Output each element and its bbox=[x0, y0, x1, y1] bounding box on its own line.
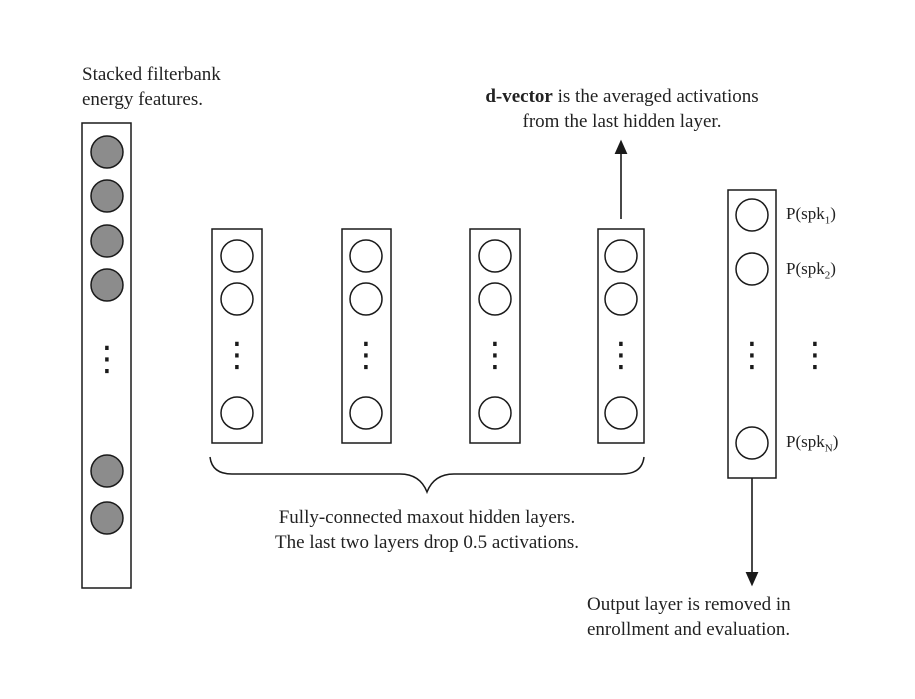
input-node-6 bbox=[90, 501, 124, 535]
output-caption: Output layer is removed in enrollment an… bbox=[587, 592, 791, 642]
input-node-5 bbox=[90, 454, 124, 488]
hidden-layer-2-node bbox=[349, 396, 383, 430]
output-label-1-sub: 1 bbox=[824, 214, 831, 227]
hidden-caption-line-2: The last two layers drop 0.5 activations… bbox=[275, 532, 579, 553]
input-caption: Stacked filterbank energy features. bbox=[82, 62, 221, 112]
input-node-4 bbox=[90, 268, 124, 302]
output-label-1-prefix: P(spk bbox=[786, 204, 825, 223]
dvector-caption-line-1: d-vector is the averaged activations bbox=[452, 84, 792, 109]
input-node-2 bbox=[90, 179, 124, 213]
hidden-layers-brace bbox=[209, 456, 645, 495]
output-label-n-sub: N bbox=[824, 442, 833, 455]
input-caption-line-1: Stacked filterbank bbox=[82, 64, 221, 85]
output-label-1: P(spk1) bbox=[786, 204, 836, 226]
hidden-layer-3-node bbox=[478, 282, 512, 316]
hidden-layer-1-node bbox=[220, 239, 254, 273]
input-node-3 bbox=[90, 224, 124, 258]
output-node-1 bbox=[735, 198, 769, 232]
hidden-layer-1-node bbox=[220, 282, 254, 316]
output-label-n-prefix: P(spk bbox=[786, 432, 825, 451]
output-label-n: P(spkN) bbox=[786, 432, 838, 454]
output-label-2-sub: 2 bbox=[824, 269, 831, 282]
output-label-2-prefix: P(spk bbox=[786, 259, 825, 278]
input-ellipsis: ⋮ bbox=[90, 339, 124, 379]
dvector-caption-line-2: from the last hidden layer. bbox=[522, 111, 722, 132]
hidden-layer-2-ellipsis: ⋮ bbox=[349, 335, 383, 375]
hidden-caption: Fully-connected maxout hidden layers. Th… bbox=[227, 505, 627, 555]
output-node-n bbox=[735, 426, 769, 460]
hidden-caption-line-1: Fully-connected maxout hidden layers. bbox=[278, 507, 576, 528]
hidden-layer-2-node bbox=[349, 239, 383, 273]
hidden-layer-4-node bbox=[604, 282, 638, 316]
output-caption-line-1: Output layer is removed in bbox=[587, 594, 791, 615]
hidden-layer-3-node bbox=[478, 239, 512, 273]
hidden-layer-4-node bbox=[604, 239, 638, 273]
output-caption-line-2: enrollment and evaluation. bbox=[587, 619, 791, 640]
input-caption-line-2: energy features. bbox=[82, 89, 203, 110]
dvector-caption-rest: is the averaged activations bbox=[552, 86, 759, 107]
output-label-1-suffix: ) bbox=[830, 204, 836, 223]
input-node-1 bbox=[90, 135, 124, 169]
output-label-ellipsis: ⋮ bbox=[798, 335, 832, 375]
hidden-layer-3-node bbox=[478, 396, 512, 430]
output-node-2 bbox=[735, 252, 769, 286]
hidden-layer-4-node bbox=[604, 396, 638, 430]
hidden-layer-1-ellipsis: ⋮ bbox=[220, 335, 254, 375]
hidden-layer-1-node bbox=[220, 396, 254, 430]
hidden-layer-4-ellipsis: ⋮ bbox=[604, 335, 638, 375]
output-label-2: P(spk2) bbox=[786, 259, 836, 281]
dvector-term: d-vector bbox=[485, 86, 553, 107]
output-ellipsis: ⋮ bbox=[735, 335, 769, 375]
hidden-layer-3-ellipsis: ⋮ bbox=[478, 335, 512, 375]
output-label-2-suffix: ) bbox=[830, 259, 836, 278]
dvector-caption: d-vector is the averaged activations fro… bbox=[452, 84, 792, 134]
hidden-layer-2-node bbox=[349, 282, 383, 316]
output-label-n-suffix: ) bbox=[832, 432, 839, 451]
